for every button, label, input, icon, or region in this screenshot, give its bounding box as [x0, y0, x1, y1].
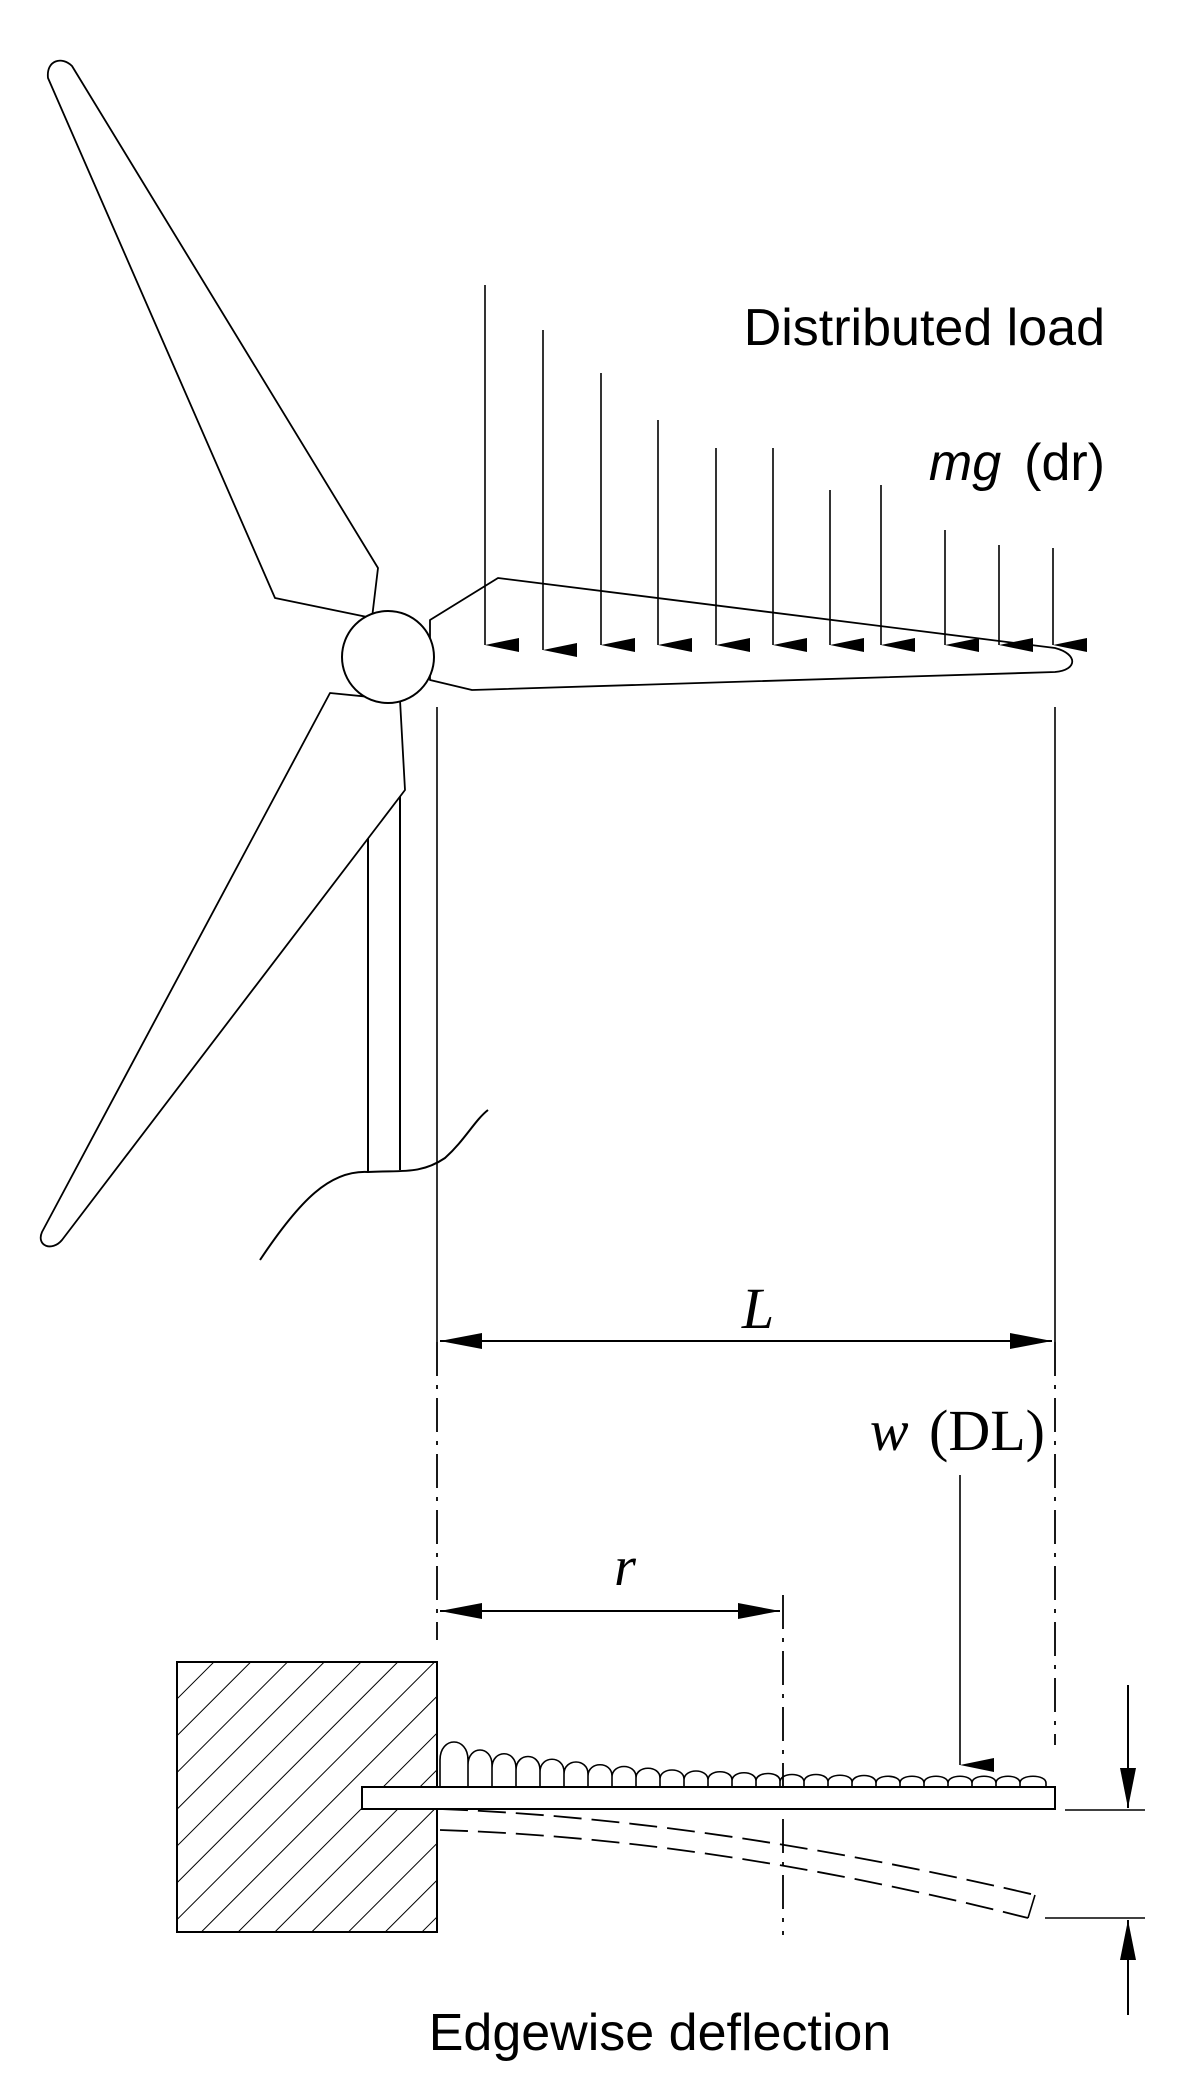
radius-label: r: [614, 1536, 636, 1598]
distributed-load-label: Distributed load: [744, 299, 1105, 357]
deflection-func: w: [870, 1398, 909, 1463]
length-dimension: L: [436, 707, 1056, 1349]
edgewise-deflection-label: Edgewise deflection: [429, 2004, 892, 2062]
length-label: L: [741, 1276, 774, 1341]
load-distribution: [439, 1741, 1047, 1787]
wind-turbine: [39, 59, 1074, 1261]
distributed-load-arrows: [484, 285, 1087, 657]
deflection-arg: (DL): [929, 1398, 1045, 1463]
upper-blade: [47, 59, 379, 619]
mass-arg: (dr): [1024, 434, 1105, 492]
cantilever-beam-model: [176, 1661, 1056, 1933]
radius-dimension: r: [440, 1536, 780, 1619]
hub: [341, 610, 435, 704]
right-blade: [429, 577, 1074, 691]
mass-term: mg: [929, 434, 1001, 492]
deflection-dimension: [1045, 1685, 1145, 2015]
deflected-tip: [1027, 1894, 1036, 1919]
beam: [361, 1786, 1056, 1810]
deflected-beam-lower: [439, 1829, 1029, 1919]
lower-blade: [39, 692, 406, 1248]
deflection-label: w (DL): [870, 1398, 1045, 1463]
mass-label: mg (dr): [929, 434, 1105, 492]
deflected-beam: [439, 1808, 1036, 1896]
